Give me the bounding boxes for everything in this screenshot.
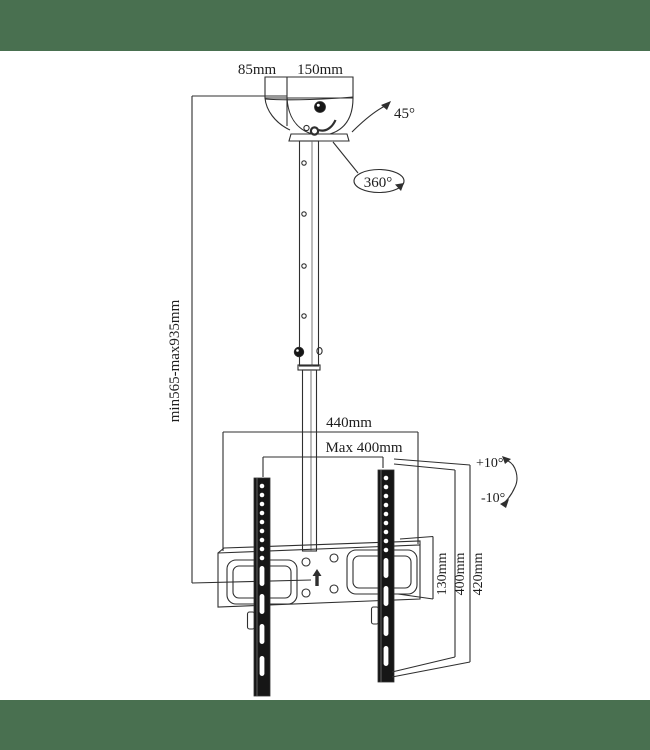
plate-center-arrow-icon — [312, 569, 322, 586]
bottom-banner — [0, 700, 650, 750]
dim-label-tilt-down: -10° — [481, 491, 505, 506]
dim-label-depth: 85mm — [238, 62, 277, 78]
tilt-arc-icon — [500, 456, 518, 508]
right-vesa-rail — [370, 469, 395, 683]
dim-rail-height — [391, 458, 471, 678]
dome-screw-icon — [314, 101, 326, 113]
dim-label-height-range: min565-max935mm — [167, 299, 183, 422]
rotation-360-callout — [332, 141, 405, 194]
dim-label-swivel: 45° — [394, 106, 415, 122]
dim-label-rotation: 360° — [364, 175, 393, 191]
right-rail-hook-tab — [370, 606, 380, 625]
swivel-dome — [264, 97, 354, 142]
swivel-45-arrow-icon — [351, 101, 391, 133]
dim-vesa-height — [391, 463, 456, 673]
dim-plate-height — [397, 535, 434, 600]
dim-height-range — [191, 95, 312, 584]
dim-label-width: 150mm — [297, 62, 343, 78]
dim-plate-width — [222, 431, 419, 551]
dim-label-plate-width: 440mm — [326, 415, 372, 431]
dim-label-rail-height: 420mm — [471, 553, 486, 596]
pole-outer-tube — [293, 140, 323, 371]
left-vesa-rail — [246, 477, 271, 697]
top-banner — [0, 0, 650, 51]
pole-inner-tube — [301, 369, 318, 552]
dim-label-vesa-max-width: Max 400mm — [325, 440, 402, 456]
locking-lever — [309, 119, 337, 136]
height-lock-knob — [293, 346, 305, 358]
dim-label-plate-height: 130mm — [435, 553, 450, 596]
dome-base-bracket — [288, 133, 350, 142]
left-rail-hook-tab — [246, 611, 256, 630]
dim-label-tilt-up: +10° — [476, 456, 504, 471]
dim-vesa-max-width — [262, 456, 384, 477]
dim-label-vesa-height: 400mm — [453, 553, 468, 596]
